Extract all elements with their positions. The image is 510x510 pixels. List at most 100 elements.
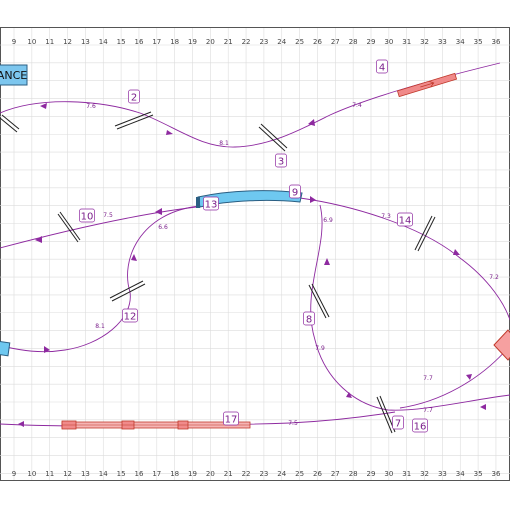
arrow-icon xyxy=(453,249,460,255)
distance-label: 7.5 xyxy=(288,420,298,427)
svg-text:2: 2 xyxy=(131,93,137,104)
distance-label: 7.5 xyxy=(103,212,113,219)
obstacle-number-8: 8 xyxy=(303,311,315,326)
obstacle-number-3: 3 xyxy=(275,153,287,168)
ruler-tick-label: 26 xyxy=(313,38,322,46)
arrow-icon xyxy=(346,392,352,398)
jumps xyxy=(0,111,436,434)
svg-text:4: 4 xyxy=(379,63,385,74)
ruler-tick-label: 21 xyxy=(224,38,233,46)
arrow-icon xyxy=(35,236,42,243)
obstacle-number-13: 13 xyxy=(203,196,219,211)
obstacle-tire-right xyxy=(493,329,510,361)
obstacle-number-9: 9 xyxy=(289,184,301,199)
ruler-tick-label: 28 xyxy=(349,470,358,478)
jump-2 xyxy=(114,111,154,130)
ruler-tick-label: 20 xyxy=(206,38,215,46)
ruler-tick-label: 30 xyxy=(384,470,393,478)
ruler-tick-label: 13 xyxy=(81,38,90,46)
obstacle-number-17: 17 xyxy=(223,411,239,426)
distance-label: 7.6 xyxy=(86,103,96,110)
field-border xyxy=(0,27,510,481)
svg-text:10: 10 xyxy=(81,212,94,223)
ruler-tick-label: 17 xyxy=(152,470,161,478)
obstacle-number-7: 7 xyxy=(392,415,404,430)
ruler-tick-label: 25 xyxy=(295,38,304,46)
direction-arrows xyxy=(18,82,486,427)
ruler-tick-label: 26 xyxy=(313,470,322,478)
ruler-tick-label: 11 xyxy=(45,470,54,478)
arrow-icon xyxy=(466,374,472,380)
ruler-tick-label: 22 xyxy=(242,470,251,478)
ruler-tick-label: 29 xyxy=(367,470,376,478)
ruler-tick-label: 32 xyxy=(420,38,429,46)
distance-label: 7.7 xyxy=(423,407,433,414)
arrow-icon xyxy=(324,258,330,265)
distance-label: 6.9 xyxy=(323,217,333,224)
path-segment-top xyxy=(0,62,501,148)
ruler-tick-label: 18 xyxy=(170,38,179,46)
arrow-icon xyxy=(44,346,50,353)
obstacle-number-10: 10 xyxy=(79,208,95,223)
distance-label: 7.9 xyxy=(315,345,325,352)
ruler-tick-label: 36 xyxy=(491,38,500,46)
ruler-tick-label: 32 xyxy=(420,470,429,478)
svg-text:9: 9 xyxy=(292,188,298,199)
svg-text:14: 14 xyxy=(399,216,412,227)
svg-text:17: 17 xyxy=(225,415,238,426)
ruler-tick-label: 28 xyxy=(349,38,358,46)
arrow-icon xyxy=(155,208,162,215)
distance-label: 8.1 xyxy=(95,323,105,330)
ruler-tick-label: 10 xyxy=(27,470,36,478)
arrow-icon xyxy=(308,119,315,126)
path-segment-16 xyxy=(399,347,509,409)
svg-text:7: 7 xyxy=(395,419,401,430)
distance-labels: 7.68.17.47.56.66.97.37.28.17.97.57.77.7 xyxy=(86,102,499,427)
ruler-tick-label: 16 xyxy=(134,38,143,46)
ruler-tick-label: 11 xyxy=(45,38,54,46)
path-segment-10 xyxy=(0,205,206,249)
ruler-tick-label: 36 xyxy=(491,470,500,478)
tunnel-13 xyxy=(196,190,303,208)
jump-8 xyxy=(308,283,330,319)
ruler-tick-label: 22 xyxy=(242,38,251,46)
obstacle-17 xyxy=(61,420,251,430)
arrow-icon xyxy=(310,196,316,203)
arrow-icon xyxy=(480,404,486,410)
obstacle-number-16: 16 xyxy=(412,418,428,433)
ruler-tick-label: 27 xyxy=(331,38,340,46)
ruler-tick-label: 14 xyxy=(99,38,108,46)
distance-label: 7.4 xyxy=(352,102,362,109)
tunnel-left xyxy=(0,340,11,357)
ruler-tick-label: 9 xyxy=(12,38,16,46)
ruler-tick-label: 19 xyxy=(188,38,197,46)
arrow-icon xyxy=(18,421,24,427)
ruler-tick-label: 24 xyxy=(277,470,286,478)
ruler-tick-label: 23 xyxy=(259,470,268,478)
ruler-tick-label: 33 xyxy=(438,470,447,478)
arrow-icon xyxy=(131,254,137,261)
svg-text:3: 3 xyxy=(278,157,284,168)
jump-14 xyxy=(414,215,436,252)
ruler-tick-label: 9 xyxy=(12,470,16,478)
jump-1 xyxy=(0,114,20,133)
ruler-tick-label: 19 xyxy=(188,470,197,478)
svg-text:16: 16 xyxy=(414,422,427,433)
ruler-tick-label: 31 xyxy=(402,38,411,46)
ruler-tick-label: 30 xyxy=(384,38,393,46)
distance-label: 7.7 xyxy=(423,375,433,382)
entrance-box: ANCE xyxy=(0,64,28,86)
ruler-tick-label: 16 xyxy=(134,470,143,478)
ruler-tick-label: 35 xyxy=(474,470,483,478)
ruler-tick-label: 15 xyxy=(117,38,126,46)
distance-label: 7.3 xyxy=(381,213,391,220)
ruler-tick-label: 29 xyxy=(367,38,376,46)
ruler-tick-label: 12 xyxy=(63,470,72,478)
ruler-tick-label: 33 xyxy=(438,38,447,46)
svg-text:13: 13 xyxy=(205,200,218,211)
entrance-label: ANCE xyxy=(0,69,27,82)
